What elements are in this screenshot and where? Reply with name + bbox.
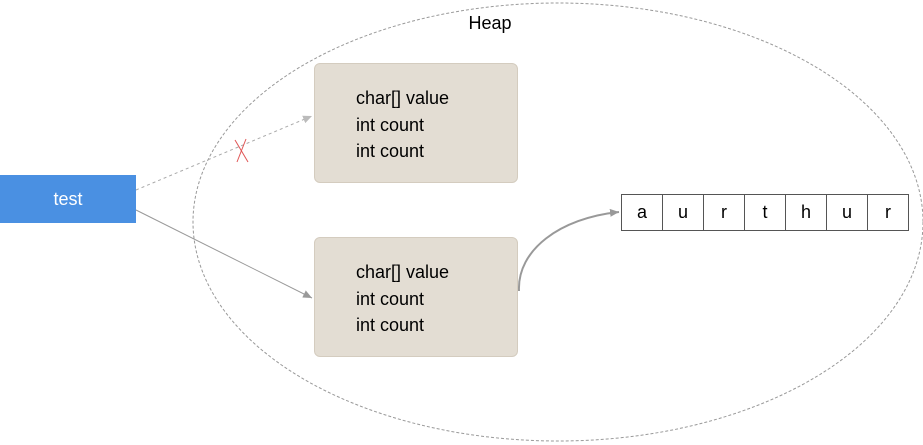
char-cell: r (885, 202, 891, 222)
heap-label: Heap (468, 13, 512, 33)
char-cell: a (622, 195, 663, 230)
object-field: int count (356, 141, 425, 161)
current-reference-arrow (135, 209, 313, 299)
unreferenced-object-box: char[] value int count int count (314, 63, 518, 183)
object-field: int count (356, 115, 425, 135)
broken-reference-mark (234, 138, 249, 163)
old-reference-arrow (135, 115, 313, 191)
char-cell: u (663, 195, 704, 230)
reference-variable-label: test (53, 188, 83, 209)
referenced-object-box: char[] value int count int count (314, 237, 518, 357)
object-field: int count (356, 315, 425, 335)
char-array: a u r t h u r (621, 194, 909, 231)
object-field: char[] value (356, 88, 450, 108)
char-cell: u (827, 195, 868, 230)
char-cell: h (786, 195, 827, 230)
reference-variable-box: test (0, 175, 136, 223)
char-cell: t (745, 195, 786, 230)
object-field: int count (356, 289, 425, 309)
object-field: char[] value (356, 262, 450, 282)
char-cell: r (704, 195, 745, 230)
value-to-array-arrow (517, 208, 620, 292)
heap-boundary (192, 2, 923, 442)
